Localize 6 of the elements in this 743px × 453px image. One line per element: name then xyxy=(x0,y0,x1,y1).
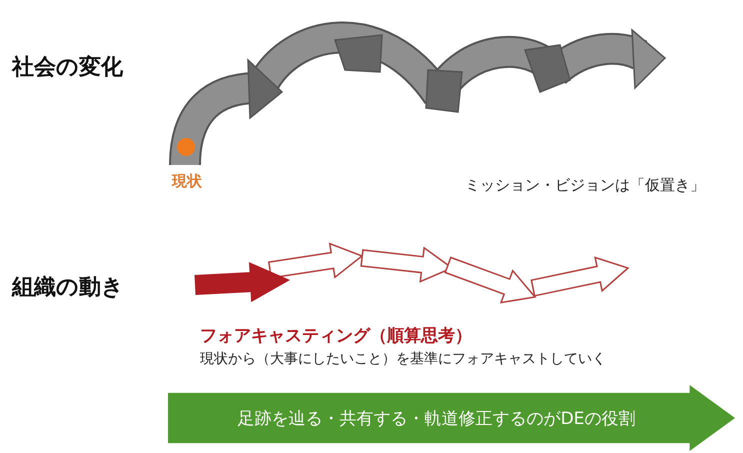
note-text: ミッション・ビジョンは「仮置き」 xyxy=(465,176,705,195)
section-heading: 組織の動き xyxy=(12,274,124,302)
section-heading: 社会の変化 xyxy=(12,54,123,82)
start-label: 現状 xyxy=(172,172,202,191)
method-title: フォアキャスティング（順算思考） xyxy=(200,325,472,347)
description-text: 現状から（大事にしたいこと）を基準にフォアキャストしていく xyxy=(200,350,606,368)
